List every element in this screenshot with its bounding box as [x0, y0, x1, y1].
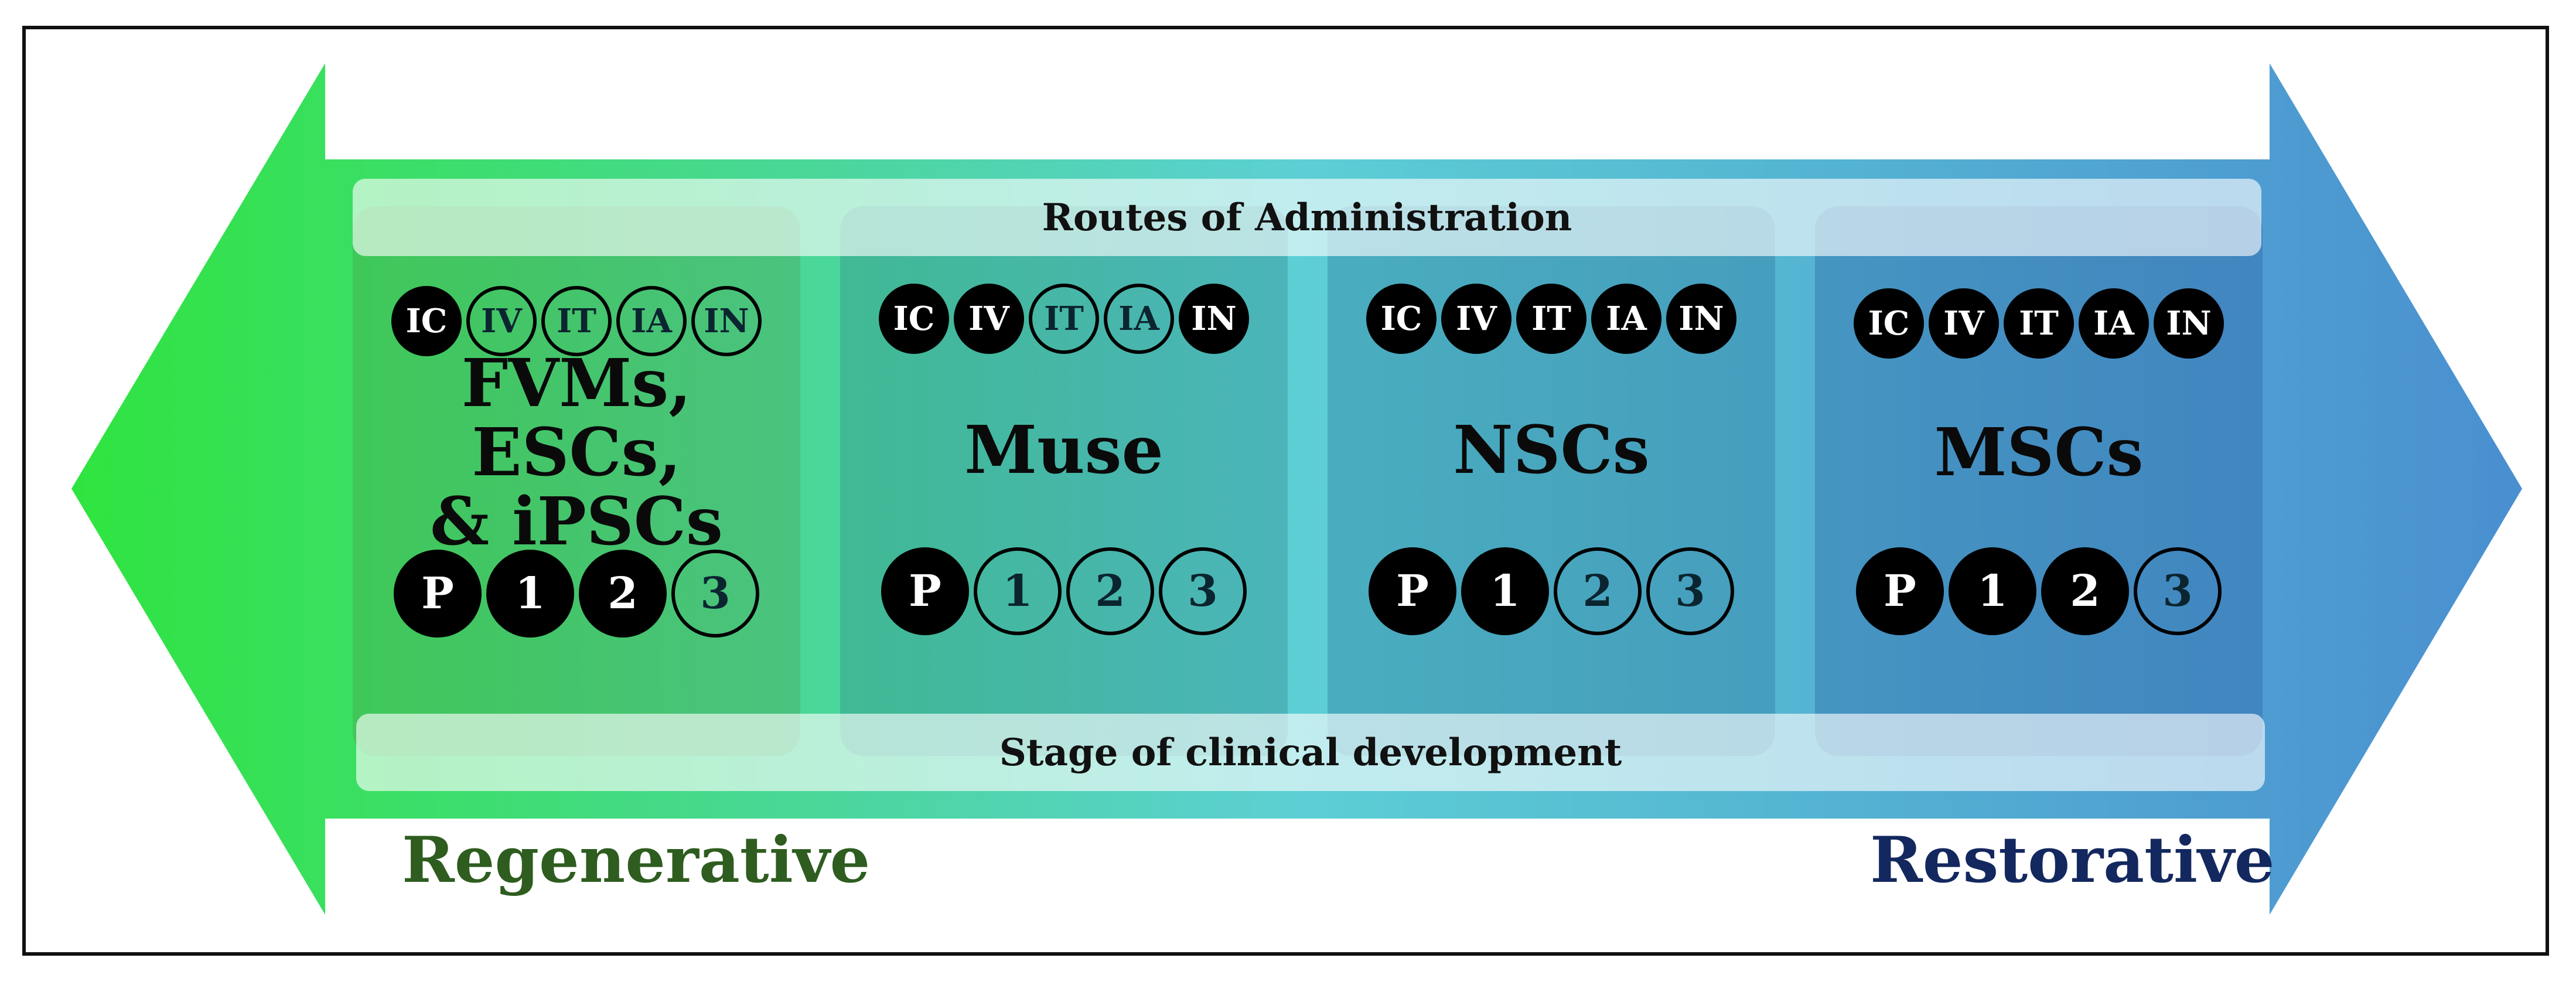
cell-type-title-line: & iPSCs: [430, 483, 723, 560]
route-row: IC IV IT IA IN: [353, 286, 800, 356]
stage-circle-1: 1: [1461, 547, 1549, 635]
column-muse: IC IV IT IA IN Muse P 1 2 3: [840, 275, 1288, 674]
route-circle-it: IT: [1029, 284, 1099, 354]
stage-circle-2: 2: [2041, 547, 2129, 635]
route-circle-in: IN: [1179, 284, 1249, 354]
column-fvms-escs-ipscs: IC IV IT IA IN FVMs, ESCs, & iPSCs P 1 2…: [353, 275, 800, 674]
stage-circle-p: P: [1369, 547, 1456, 635]
route-circle-iv: IV: [1441, 284, 1512, 354]
cell-type-title-line: NSCs: [1453, 412, 1650, 489]
stage-circle-3: 3: [1159, 547, 1247, 635]
route-circle-ic: IC: [1366, 284, 1437, 354]
stage-circle-3: 3: [2134, 547, 2222, 635]
cell-type-title: FVMs, ESCs, & iPSCs: [353, 349, 800, 557]
stage-circle-3: 3: [671, 550, 759, 638]
stage-circle-1: 1: [1949, 547, 2036, 635]
stage-circle-p: P: [394, 550, 482, 638]
route-row: IC IV IT IA IN: [1815, 288, 2263, 359]
column-nscs: IC IV IT IA IN NSCs P 1 2 3: [1328, 275, 1775, 674]
stage-circle-3: 3: [1646, 547, 1734, 635]
cell-type-title-line: FVMs, ESCs,: [461, 345, 692, 491]
route-circle-it: IT: [2004, 288, 2074, 359]
stage-row: P 1 2 3: [353, 550, 800, 638]
cell-type-title: MSCs: [1815, 359, 2263, 547]
route-circle-ia: IA: [616, 286, 687, 356]
routes-title: Routes of Administration: [1042, 195, 1572, 240]
stage-circle-p: P: [881, 547, 969, 635]
route-circle-ia: IA: [2079, 288, 2149, 359]
route-circle-ic: IC: [391, 286, 462, 356]
stage-of-clinical-development-band: Stage of clinical development: [356, 714, 2265, 791]
route-circle-in: IN: [691, 286, 762, 356]
stage-row: P 1 2 3: [840, 547, 1288, 635]
regenerative-label: Regenerative: [402, 823, 871, 897]
route-circle-it: IT: [1516, 284, 1586, 354]
cell-type-title-line: Muse: [964, 412, 1164, 489]
route-circle-it: IT: [541, 286, 612, 356]
route-row: IC IV IT IA IN: [840, 284, 1288, 354]
restorative-label: Restorative: [1870, 823, 2275, 897]
stage-circle-2: 2: [579, 550, 667, 638]
route-circle-ia: IA: [1104, 284, 1174, 354]
route-circle-ic: IC: [879, 284, 949, 354]
cell-type-title: NSCs: [1328, 354, 1775, 547]
stage-circle-p: P: [1856, 547, 1944, 635]
cell-type-title-line: MSCs: [1934, 414, 2144, 491]
cell-type-title: Muse: [840, 354, 1288, 547]
route-circle-in: IN: [1666, 284, 1736, 354]
route-circle-ia: IA: [1591, 284, 1661, 354]
route-circle-iv: IV: [954, 284, 1024, 354]
route-circle-iv: IV: [1929, 288, 1999, 359]
stage-title: Stage of clinical development: [999, 730, 1622, 775]
stage-row: P 1 2 3: [1328, 547, 1775, 635]
figure-frame: [22, 26, 2549, 956]
routes-of-administration-band: Routes of Administration: [353, 179, 2261, 256]
stage-row: P 1 2 3: [1815, 547, 2263, 635]
route-circle-ic: IC: [1854, 288, 1924, 359]
column-mscs: IC IV IT IA IN MSCs P 1 2 3: [1815, 275, 2263, 674]
stage-circle-2: 2: [1066, 547, 1154, 635]
stage-circle-2: 2: [1554, 547, 1642, 635]
arrow-shape: [71, 63, 2522, 915]
stage-circle-1: 1: [486, 550, 574, 638]
route-row: IC IV IT IA IN: [1328, 284, 1775, 354]
stage-circle-1: 1: [974, 547, 1062, 635]
route-circle-iv: IV: [466, 286, 537, 356]
route-circle-in: IN: [2154, 288, 2224, 359]
